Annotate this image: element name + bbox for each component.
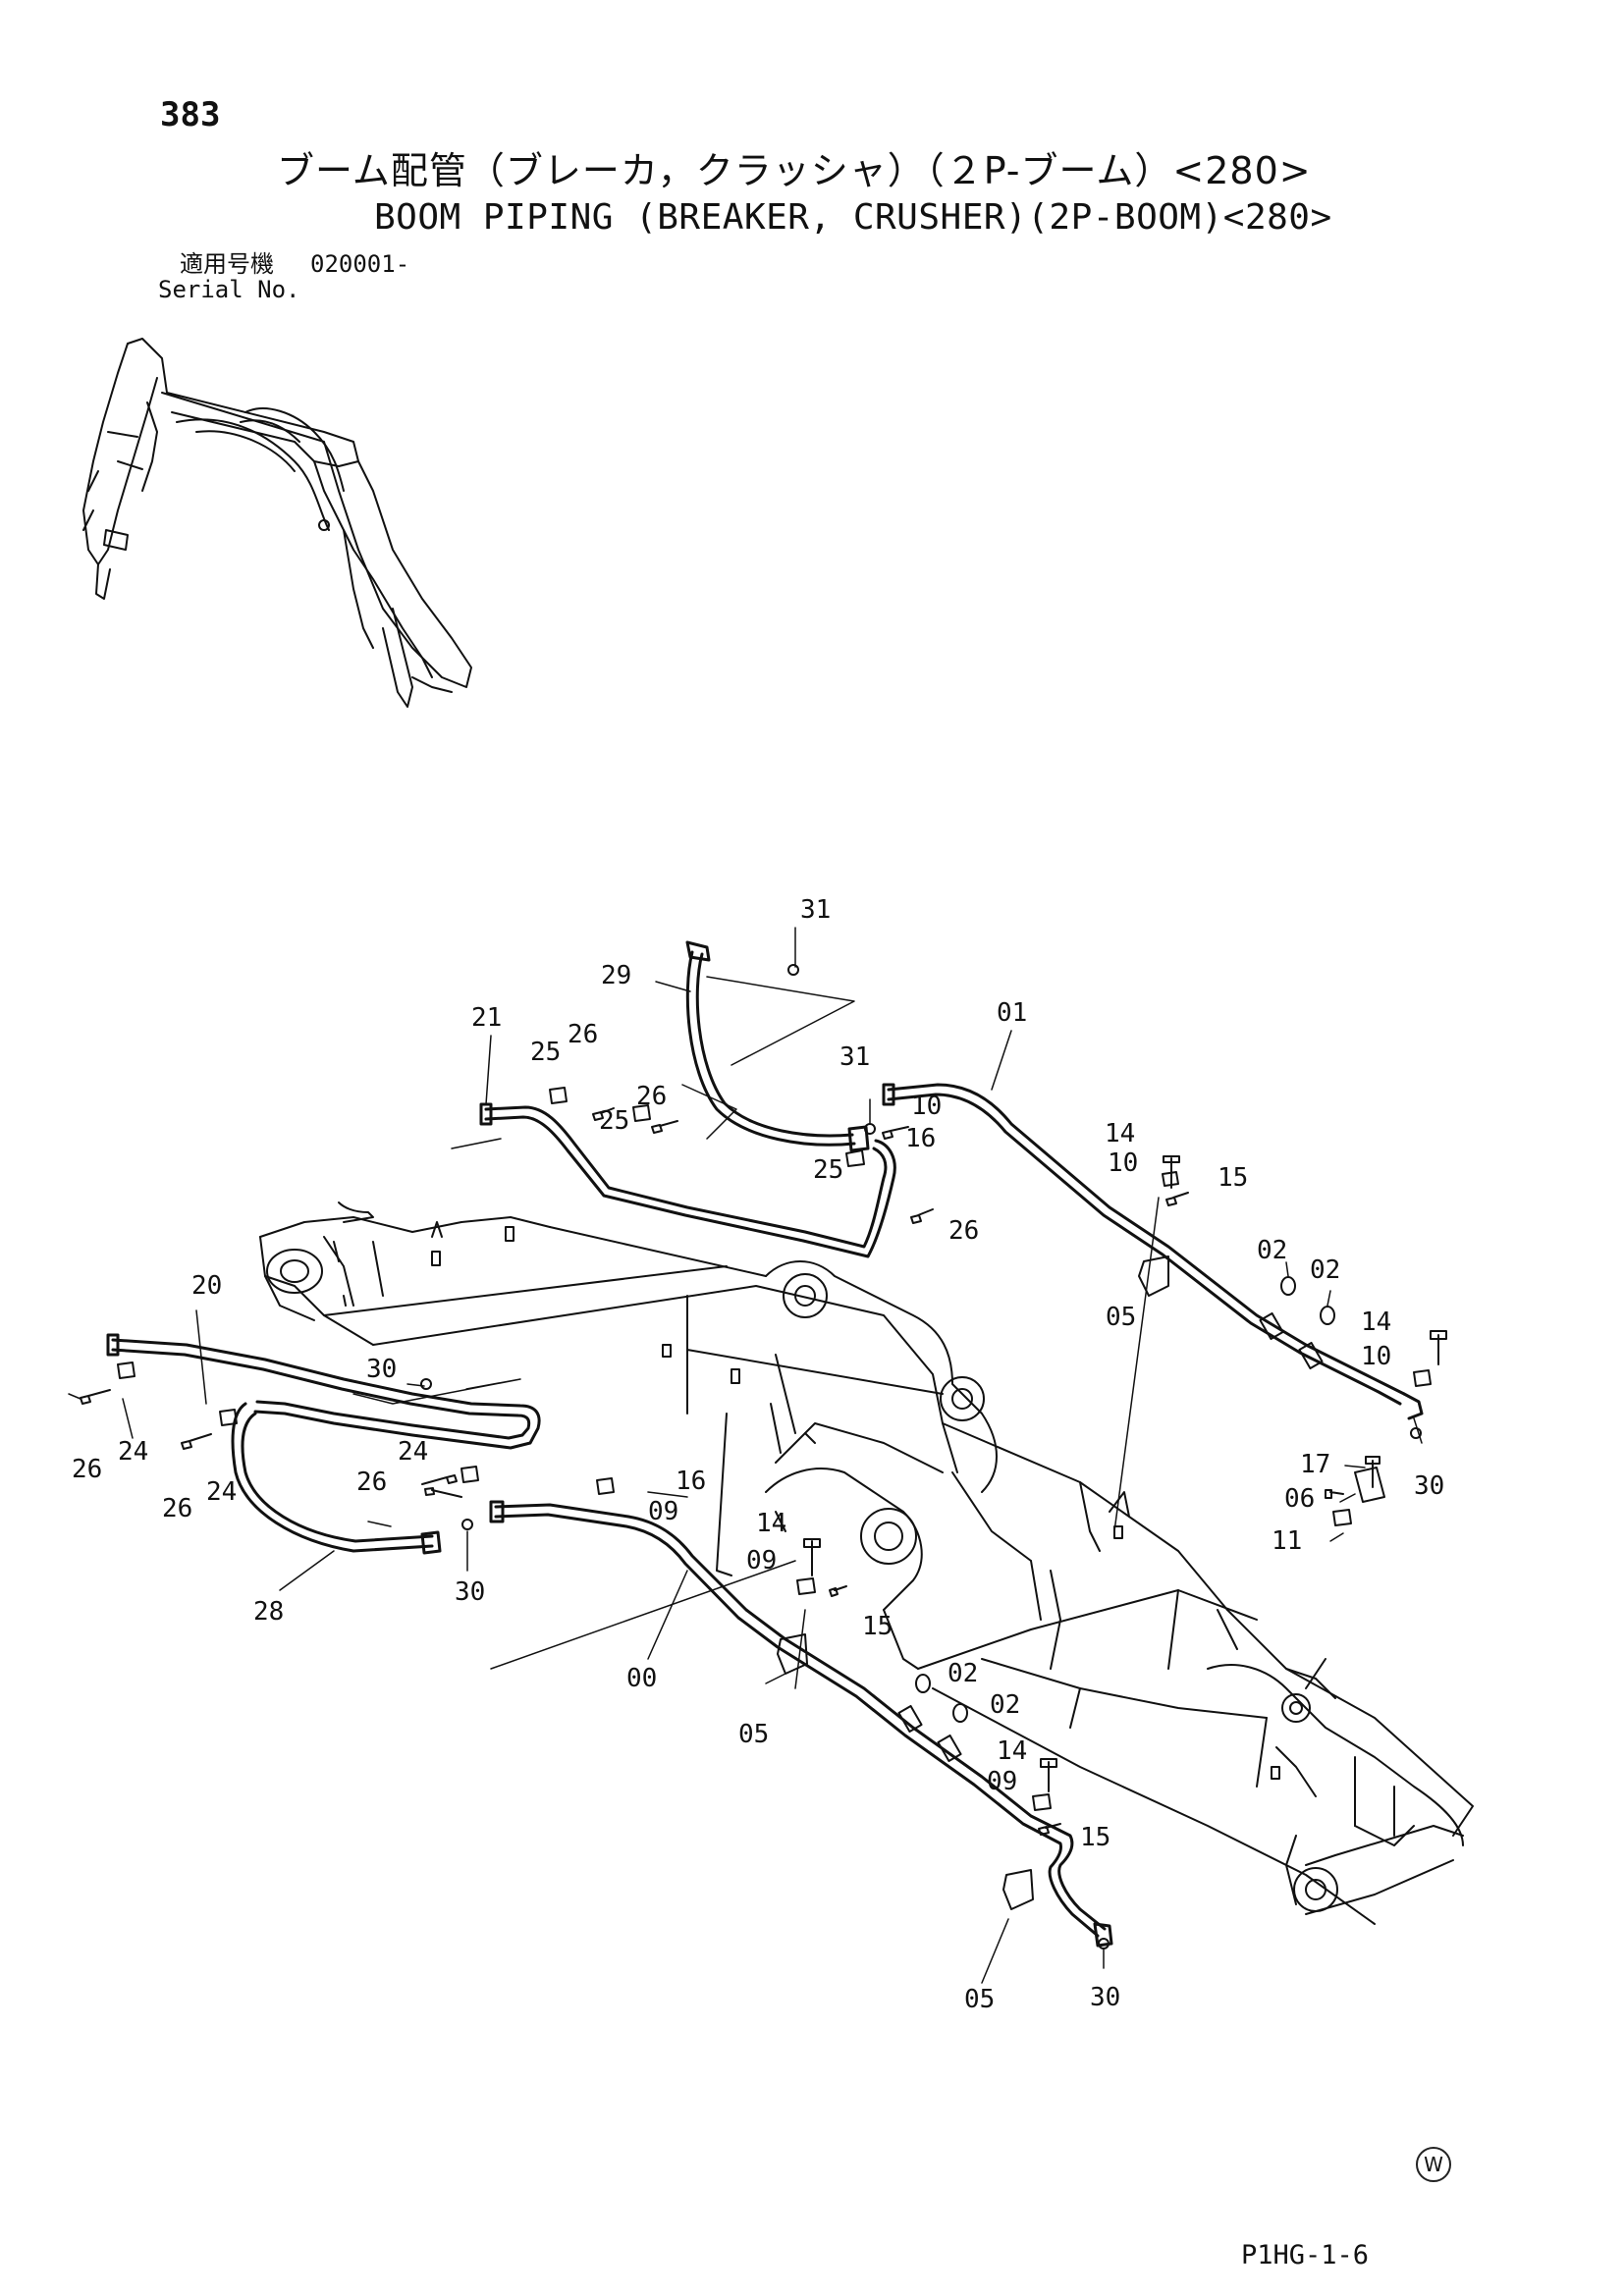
excavator-overview-inset: [82, 338, 472, 708]
callouts: 31 29 01 21 25 26 31 26 25 10 16 25 26 1…: [72, 895, 1444, 2014]
callout-31-mid: 31: [839, 1042, 870, 1072]
callout-00: 00: [626, 1664, 657, 1693]
callout-14-c: 14: [756, 1509, 786, 1538]
callout-11: 11: [1272, 1526, 1302, 1556]
callout-25-b: 25: [599, 1106, 629, 1136]
callout-02-d: 02: [990, 1690, 1020, 1720]
callout-05-b: 05: [738, 1720, 769, 1749]
callout-09-c: 09: [987, 1767, 1017, 1796]
callout-30-right: 30: [1414, 1471, 1444, 1501]
callout-10-b: 10: [1108, 1148, 1138, 1178]
callout-26-e: 26: [162, 1494, 192, 1523]
callout-26-a: 26: [568, 1020, 598, 1049]
callout-31-top: 31: [800, 895, 831, 925]
callout-15-b: 15: [862, 1612, 893, 1641]
callout-16-b: 16: [676, 1467, 706, 1496]
callout-25-c: 25: [813, 1155, 843, 1185]
callout-24-c: 24: [398, 1437, 428, 1467]
callout-30-upper-left: 30: [366, 1355, 397, 1384]
callout-02-c: 02: [947, 1659, 978, 1688]
callout-14-d: 14: [997, 1736, 1027, 1766]
callout-24-b: 24: [206, 1477, 237, 1507]
callout-16-a: 16: [905, 1124, 936, 1153]
callout-30-lower-left: 30: [455, 1577, 485, 1607]
callout-26-f: 26: [356, 1468, 387, 1497]
callout-28: 28: [253, 1597, 284, 1627]
callout-25-a: 25: [530, 1038, 561, 1067]
title-english: BOOM PIPING (BREAKER, CRUSHER)(2P-BOOM)<…: [374, 197, 1332, 238]
callout-17: 17: [1300, 1450, 1330, 1479]
fittings: [80, 964, 1447, 1949]
leader-lines: [68, 927, 1423, 1984]
callout-26-b: 26: [636, 1082, 667, 1111]
callout-14-a: 14: [1105, 1119, 1135, 1148]
callout-02-a: 02: [1257, 1236, 1287, 1265]
callout-01: 01: [997, 998, 1027, 1028]
page-number: 383: [160, 95, 221, 134]
callout-02-b: 02: [1310, 1255, 1340, 1285]
serial-number-value: 020001-: [310, 250, 410, 278]
callout-26-c: 26: [948, 1216, 979, 1246]
callout-14-b: 14: [1361, 1308, 1391, 1337]
callout-20: 20: [191, 1271, 222, 1301]
page-code: P1HG-1-6: [1241, 2240, 1370, 2270]
callout-30-bottom: 30: [1090, 1983, 1120, 2012]
callout-09-b: 09: [746, 1546, 777, 1575]
callout-15-a: 15: [1218, 1163, 1248, 1193]
callout-10-c: 10: [1361, 1342, 1391, 1371]
piping: [106, 940, 1424, 1948]
callout-05-a: 05: [1106, 1303, 1136, 1332]
callout-29: 29: [601, 961, 631, 990]
callout-15-c: 15: [1080, 1823, 1110, 1852]
boom-structure: [259, 1201, 1474, 1925]
callout-09-a: 09: [648, 1497, 678, 1526]
callout-06: 06: [1284, 1484, 1315, 1514]
w-mark-symbol: W: [1416, 2147, 1451, 2182]
serial-label-english: Serial No.: [158, 276, 300, 303]
callout-10-a: 10: [911, 1092, 942, 1121]
callout-05-c: 05: [964, 1985, 995, 2014]
serial-label-japanese: 適用号機: [180, 250, 274, 278]
callout-21: 21: [471, 1003, 502, 1033]
title-japanese: ブーム配管（ブレーカ，クラッシャ）（２P-ブーム）<280>: [277, 149, 1312, 192]
callout-24-a: 24: [118, 1437, 148, 1467]
callout-26-d: 26: [72, 1455, 102, 1484]
